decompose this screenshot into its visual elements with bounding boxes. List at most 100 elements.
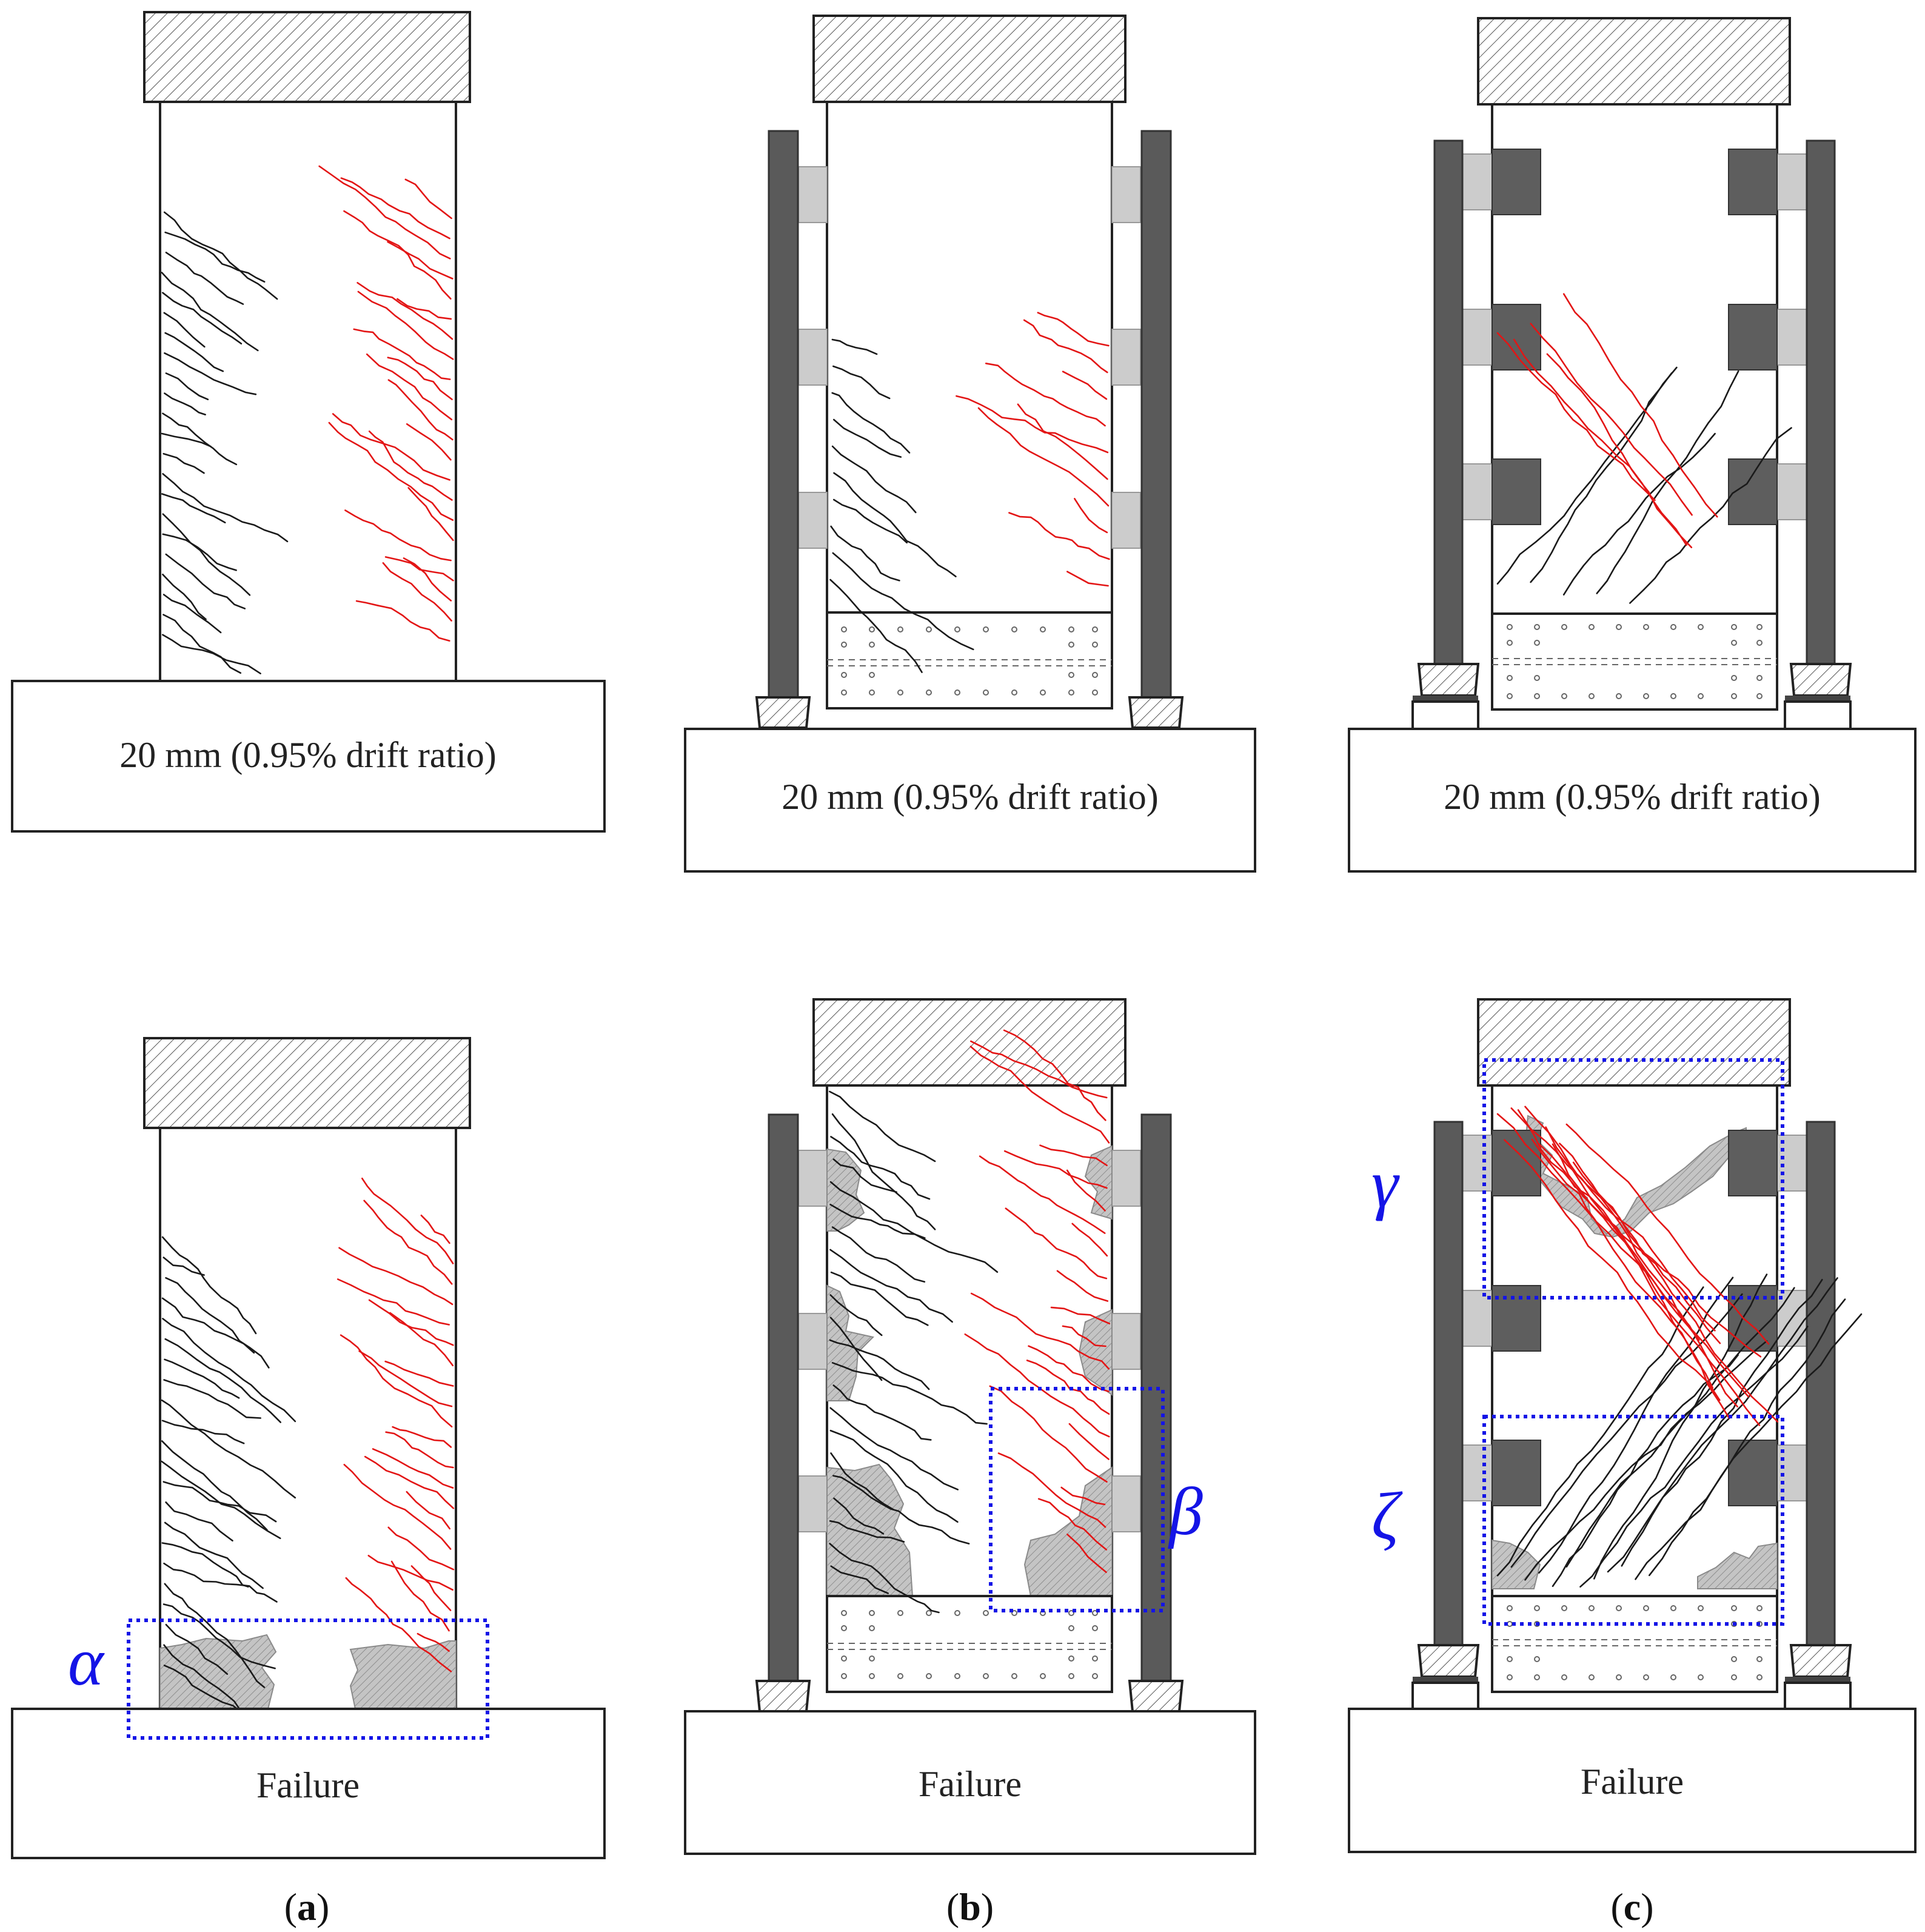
crack-black [162,574,207,620]
crack-black [163,312,206,348]
crack-group-black [161,1236,296,1723]
steel-pad [1462,1135,1493,1192]
crack-group-red [956,312,1110,587]
steel-pad [798,329,828,386]
crack-black [164,231,266,283]
crack-black [1538,1276,1734,1574]
crack-black [830,1271,929,1326]
wall-specimen [159,101,457,682]
anchor-plate [1728,1440,1778,1506]
crack-black [164,332,224,372]
crack-black [162,634,261,674]
crack-black [829,1520,905,1543]
crack-red [1056,1270,1109,1302]
crack-black [829,1181,999,1273]
crack-black [162,594,222,634]
crack-red [1005,1207,1108,1280]
crack-red [1062,371,1108,400]
crack-black [831,1226,926,1283]
crack-red [1068,1423,1110,1460]
spalled-concrete [826,1284,874,1401]
crack-group-black [829,338,974,673]
crack-red [1546,353,1693,548]
column-base-bar [1413,1677,1478,1683]
panel-letter-c: c [1624,1885,1641,1928]
crack-red [343,1464,452,1550]
crack-black [165,1501,233,1541]
crack-red [1559,1142,1738,1407]
anchor-plate [1728,1285,1778,1352]
steel-column-left [768,130,799,729]
crack-red [979,1155,1106,1234]
zone-label-zeta: ζ [1371,1479,1403,1554]
crack-red [1552,1143,1730,1419]
crack-red [985,363,1106,427]
crack-red [353,328,451,380]
crack-black [1649,1298,1846,1577]
crack-black [832,1475,970,1545]
crack-black [161,432,212,448]
crack-black [162,1481,277,1523]
crack-red [357,282,454,340]
crack-red [343,210,452,300]
panel-letter-b: b [959,1885,981,1928]
crack-black [162,292,243,344]
crack-red [1066,1169,1106,1212]
bolt-holes [1507,624,1763,699]
crack-black [829,579,923,673]
spalled-concrete [1078,1309,1113,1396]
crack-group-black [161,211,289,674]
crack-red [404,178,452,220]
crack-black [831,392,911,454]
crack-red [1050,1306,1111,1324]
foundation-block [684,1710,1256,1855]
anchor-plate [1728,1130,1778,1196]
crack-black [829,1204,926,1239]
crack-group-red [1496,293,1718,548]
crack-black [1530,372,1673,583]
column-pedestal [1784,700,1852,730]
crack-red [387,357,453,400]
crack-black [165,553,246,609]
crack-black [831,1113,936,1230]
crack-black [830,525,900,582]
steel-pad [1462,463,1493,520]
crack-red [403,557,452,602]
perforated-footing-plate [1491,612,1778,711]
crack-red [366,353,453,421]
crack-red [1538,1143,1762,1358]
crack-red [1037,312,1110,347]
crack-black [833,498,908,544]
crack-red [1003,1150,1108,1189]
crack-red [407,487,454,542]
crack-black [163,1379,261,1419]
loading-beam [812,15,1127,103]
highlight-zone-alpha [127,1618,489,1740]
crack-black [832,365,891,400]
base-label: 20 mm (0.95% drift ratio) [119,735,497,775]
crack-black [830,1452,894,1511]
crack-red [1513,338,1687,546]
crack-red [363,1199,453,1285]
steel-column-left [1433,1121,1464,1684]
crack-black [831,338,878,355]
crack-red [332,413,450,481]
crack-red [1003,1029,1106,1121]
crack-red [397,298,452,320]
crack-black [1621,1279,1823,1567]
zone-label-gamma: γ [1371,1147,1400,1222]
crack-red [387,1526,455,1571]
foundation-block [1348,1708,1917,1853]
crack-red [387,241,454,280]
crack-red [1066,1534,1107,1573]
crack-red [361,1178,454,1264]
crack-black [163,211,278,300]
crack-red [1039,1144,1108,1167]
panel-a-bottom: Failure α [11,1037,606,1859]
crack-red [970,1040,1108,1099]
panel-letter-a: a [297,1885,316,1928]
crack-black [161,1297,255,1354]
crack-black [164,392,206,415]
crack-red [417,1632,450,1652]
loading-beam [1477,17,1791,106]
